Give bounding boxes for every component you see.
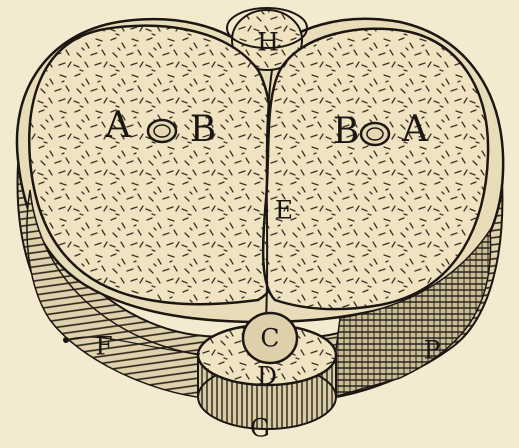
- label-b-left: B: [190, 109, 216, 150]
- vessel-right: [361, 123, 389, 145]
- label-a-right: A: [401, 109, 429, 150]
- label-e: E: [275, 196, 293, 225]
- vessel-left: [148, 120, 176, 142]
- label-a-left: A: [104, 105, 132, 146]
- label-b-right: B: [333, 111, 359, 152]
- label-d: D: [257, 362, 277, 391]
- label-g: G: [250, 414, 270, 443]
- label-f: F: [95, 332, 112, 361]
- label-h: H: [257, 28, 279, 57]
- label-p: P: [424, 336, 441, 365]
- label-c: C: [260, 324, 279, 353]
